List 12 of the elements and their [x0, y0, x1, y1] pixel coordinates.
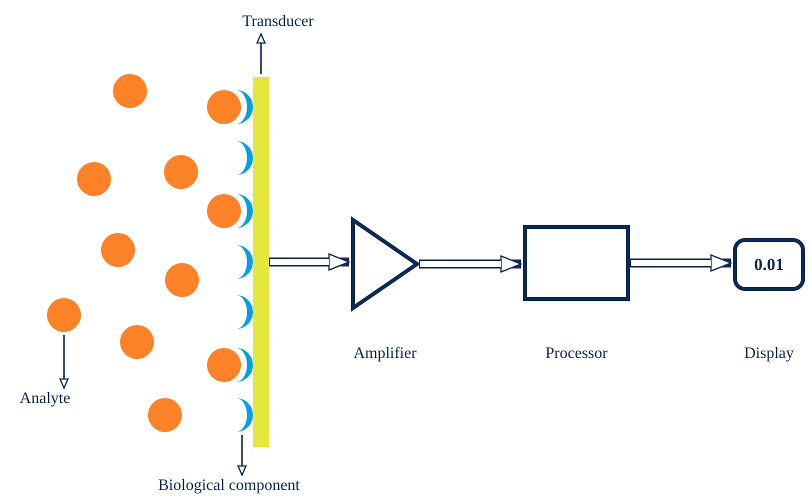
display-screen [733, 238, 805, 291]
display-value: 0.01 [754, 254, 784, 274]
component-label: Processor [545, 344, 608, 364]
component-label: Amplifier [353, 344, 417, 364]
label-text: Biological component [158, 478, 300, 494]
label-text: Analyte [20, 391, 70, 407]
amplifier-triangle [351, 218, 419, 310]
component-label: Display [744, 344, 794, 364]
analyte-particle [47, 298, 81, 332]
label-text: Transducer [242, 14, 314, 30]
processor-box [523, 225, 630, 301]
transducer-bar [253, 77, 269, 447]
